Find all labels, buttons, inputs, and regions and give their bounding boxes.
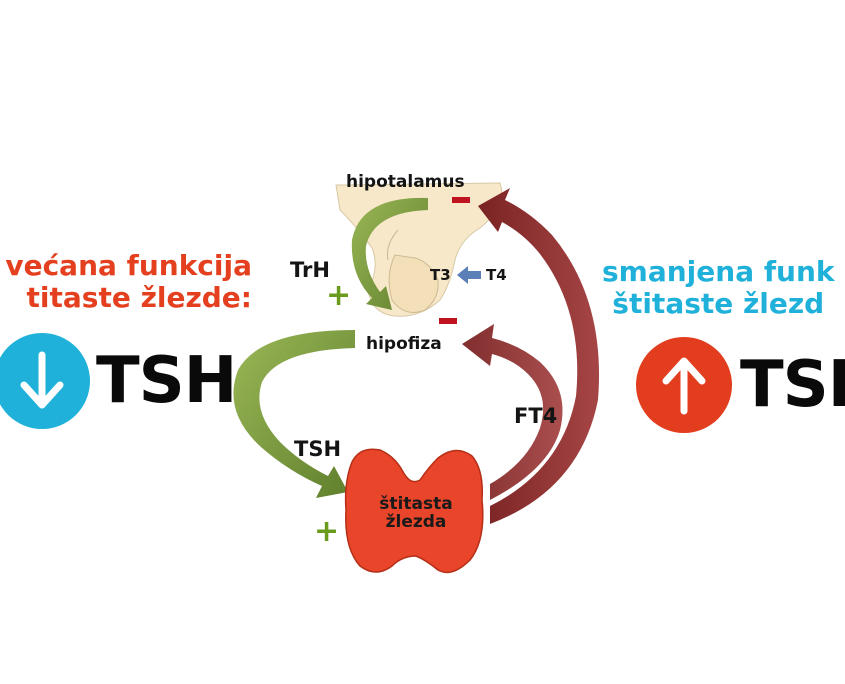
- arrow-up-icon: [662, 357, 706, 415]
- right-caption: smanjena funk štitaste žlezd: [602, 256, 835, 319]
- trh-arrow: [351, 197, 428, 310]
- ft4-label: FT4: [514, 404, 558, 428]
- left-caption-line1: većana funkcija: [5, 249, 252, 282]
- thyroid-lobe-line: [401, 499, 431, 505]
- t4-label: T4: [486, 266, 507, 284]
- plus-sign-tsh: +: [314, 514, 340, 549]
- tsh-up-badge: [636, 337, 732, 433]
- arrow-down-icon: [20, 351, 64, 409]
- tsh-arrow: [233, 330, 355, 498]
- right-caption-line2: štitaste žlezd: [612, 286, 825, 320]
- thyroid-label-line2: žlezda: [385, 511, 447, 532]
- right-tsh-label: TSH: [740, 348, 845, 422]
- minus-sign-pituitary: [439, 318, 457, 324]
- trh-label: TrH: [290, 258, 330, 282]
- t3-label: T3: [430, 266, 451, 284]
- hypothalamus-outline: [387, 229, 399, 261]
- thyroid-gland: [344, 448, 484, 574]
- left-caption-line2: titaste žlezde:: [26, 280, 252, 314]
- tsh-hormone-label: TSH: [294, 437, 342, 461]
- pituitary-stalk: [388, 254, 439, 313]
- t4-to-t3-arrow: [457, 266, 481, 284]
- ft4-hypothalamus-arrow: [478, 188, 600, 524]
- hypothalamus-label: hipotalamus: [346, 172, 465, 192]
- tsh-down-badge: [0, 333, 90, 429]
- right-caption-line1: smanjena funk: [602, 255, 835, 288]
- plus-sign-trh: +: [326, 278, 352, 313]
- thyroid-label-line1: štitasta: [379, 494, 453, 514]
- thyroid-gland-label: štitasta žlezda: [368, 494, 464, 532]
- pituitary-label: hipofiza: [366, 334, 442, 354]
- ft4-pituitary-arrow: [462, 324, 563, 500]
- minus-sign-hypothalamus: [452, 197, 470, 203]
- left-tsh-label: TSH: [96, 344, 237, 418]
- left-caption: većana funkcija titaste žlezde:: [5, 250, 252, 313]
